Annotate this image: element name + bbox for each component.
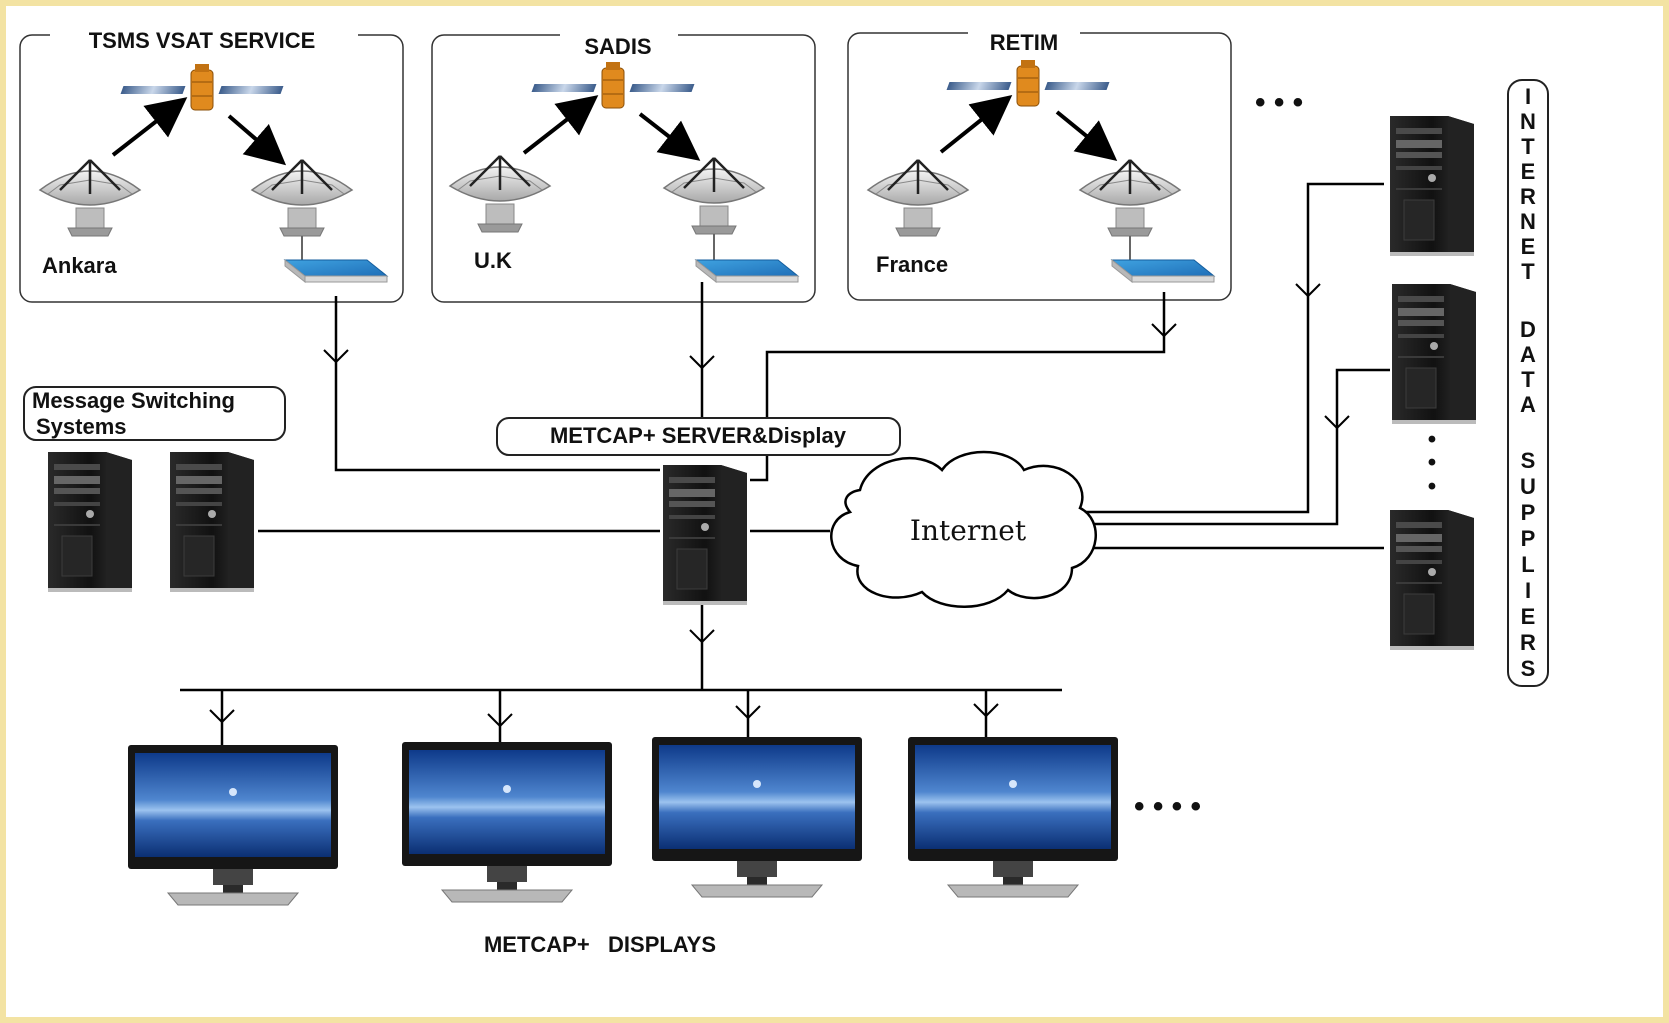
suppliers-letter: I — [1525, 578, 1531, 603]
location-uk: U.K — [474, 248, 512, 273]
suppliers-letter: E — [1521, 234, 1536, 259]
flow-arrows — [209, 283, 1350, 727]
service-box-retim: RETIM France — [847, 22, 1232, 301]
service-title-retim: RETIM — [990, 30, 1058, 55]
vertical-ellipsis-dot: • — [1428, 449, 1436, 476]
metcap-server: METCAP+ SERVER&Display — [496, 417, 901, 606]
display-monitor-icon — [907, 736, 1119, 898]
service-title-sadis: SADIS — [584, 34, 651, 59]
more-displays-ellipsis: • • • • — [1134, 790, 1201, 823]
location-ankara: Ankara — [42, 253, 117, 278]
suppliers-letter: S — [1521, 448, 1536, 473]
suppliers-letter: L — [1521, 552, 1534, 577]
suppliers-letter: D — [1520, 317, 1536, 342]
mss-computer-icon — [47, 451, 133, 593]
message-switching-systems: Message Switching Systems — [23, 386, 286, 593]
suppliers-letter: R — [1520, 184, 1536, 209]
uplink-dish-icon — [38, 158, 142, 238]
suppliers-letter: A — [1520, 392, 1536, 417]
more-services-ellipsis: • • • — [1255, 86, 1303, 119]
suppliers-letter: T — [1521, 134, 1535, 159]
mss-computer-icon — [169, 451, 255, 593]
internet-label: Internet — [910, 514, 1027, 547]
mss-label-line1: Message Switching — [32, 388, 235, 413]
suppliers-letter: T — [1521, 259, 1535, 284]
suppliers-letter: T — [1521, 367, 1535, 392]
suppliers-letter: E — [1521, 604, 1536, 629]
link-retim-server — [750, 292, 1166, 482]
downlink-arrow — [638, 112, 701, 161]
downlink-dish-icon — [662, 156, 766, 236]
display-monitor-icon — [127, 744, 339, 906]
supplier-computer-icon — [1389, 509, 1475, 651]
uplink-arrow — [111, 97, 188, 157]
suppliers-letter: P — [1521, 526, 1536, 551]
suppliers-vertical-label: I N T E R N E T D A T A S U P P L I E R … — [1520, 84, 1536, 681]
internet-cloud: Internet — [830, 450, 1097, 608]
vertical-ellipsis-dot: • — [1428, 473, 1436, 500]
downlink-arrow — [1055, 110, 1118, 162]
vsat-modem-icon — [1111, 259, 1215, 283]
suppliers-letter: I — [1525, 84, 1531, 109]
uplink-arrow — [522, 95, 599, 155]
mss-label-box — [23, 386, 286, 441]
displays-label: METCAP+ DISPLAYS — [484, 932, 716, 957]
suppliers-letter: R — [1520, 630, 1536, 655]
server-label: METCAP+ SERVER&Display — [550, 423, 847, 448]
satellite-icon — [531, 61, 695, 109]
diagram-canvas: TSMS VSAT SERVICE Ankara SADIS U.K RETIM — [6, 6, 1663, 1017]
display-monitor-icon — [651, 736, 863, 898]
uplink-dish-icon — [448, 154, 552, 234]
suppliers-letter: U — [1520, 474, 1536, 499]
downlink-dish-icon — [250, 158, 354, 238]
suppliers-label-box — [1507, 79, 1549, 687]
downlink-dish-icon — [1078, 158, 1182, 238]
link-internet-supplier-1 — [1085, 182, 1384, 514]
downlink-arrow — [227, 114, 287, 166]
service-box-tsms: TSMS VSAT SERVICE Ankara — [19, 24, 404, 303]
suppliers-letter: P — [1521, 500, 1536, 525]
uplink-arrow — [939, 95, 1013, 154]
satellite-icon — [120, 63, 284, 111]
link-tsms-server — [334, 296, 660, 472]
supplier-computer-icon — [1389, 115, 1475, 257]
cloud-icon — [830, 450, 1097, 608]
internet-data-suppliers: • • • I N T E R N E T D A T A S U P P L … — [1389, 79, 1549, 687]
vsat-modem-icon — [695, 259, 799, 283]
server-label-box — [496, 417, 901, 456]
mss-label-line2: Systems — [36, 414, 127, 439]
vertical-ellipsis-dot: • — [1428, 426, 1436, 453]
service-title-tsms: TSMS VSAT SERVICE — [89, 28, 316, 53]
location-france: France — [876, 252, 948, 277]
satellite-icon — [946, 59, 1110, 107]
uplink-dish-icon — [866, 158, 970, 238]
network-diagram: TSMS VSAT SERVICE Ankara SADIS U.K RETIM — [19, 22, 1549, 957]
supplier-computer-icon — [1391, 283, 1477, 425]
suppliers-letter: N — [1520, 109, 1536, 134]
vsat-modem-icon — [284, 259, 388, 283]
display-monitor-icon — [401, 741, 613, 903]
metcap-displays: • • • • METCAP+ DISPLAYS — [127, 736, 1201, 957]
connection-lines — [180, 182, 1390, 745]
suppliers-letter: N — [1520, 209, 1536, 234]
link-internet-supplier-2 — [1085, 368, 1390, 526]
suppliers-letter: A — [1520, 342, 1536, 367]
suppliers-letter: S — [1521, 656, 1536, 681]
suppliers-letter: E — [1521, 159, 1536, 184]
service-box-sadis: SADIS U.K — [431, 24, 816, 303]
server-computer-icon — [662, 464, 748, 606]
